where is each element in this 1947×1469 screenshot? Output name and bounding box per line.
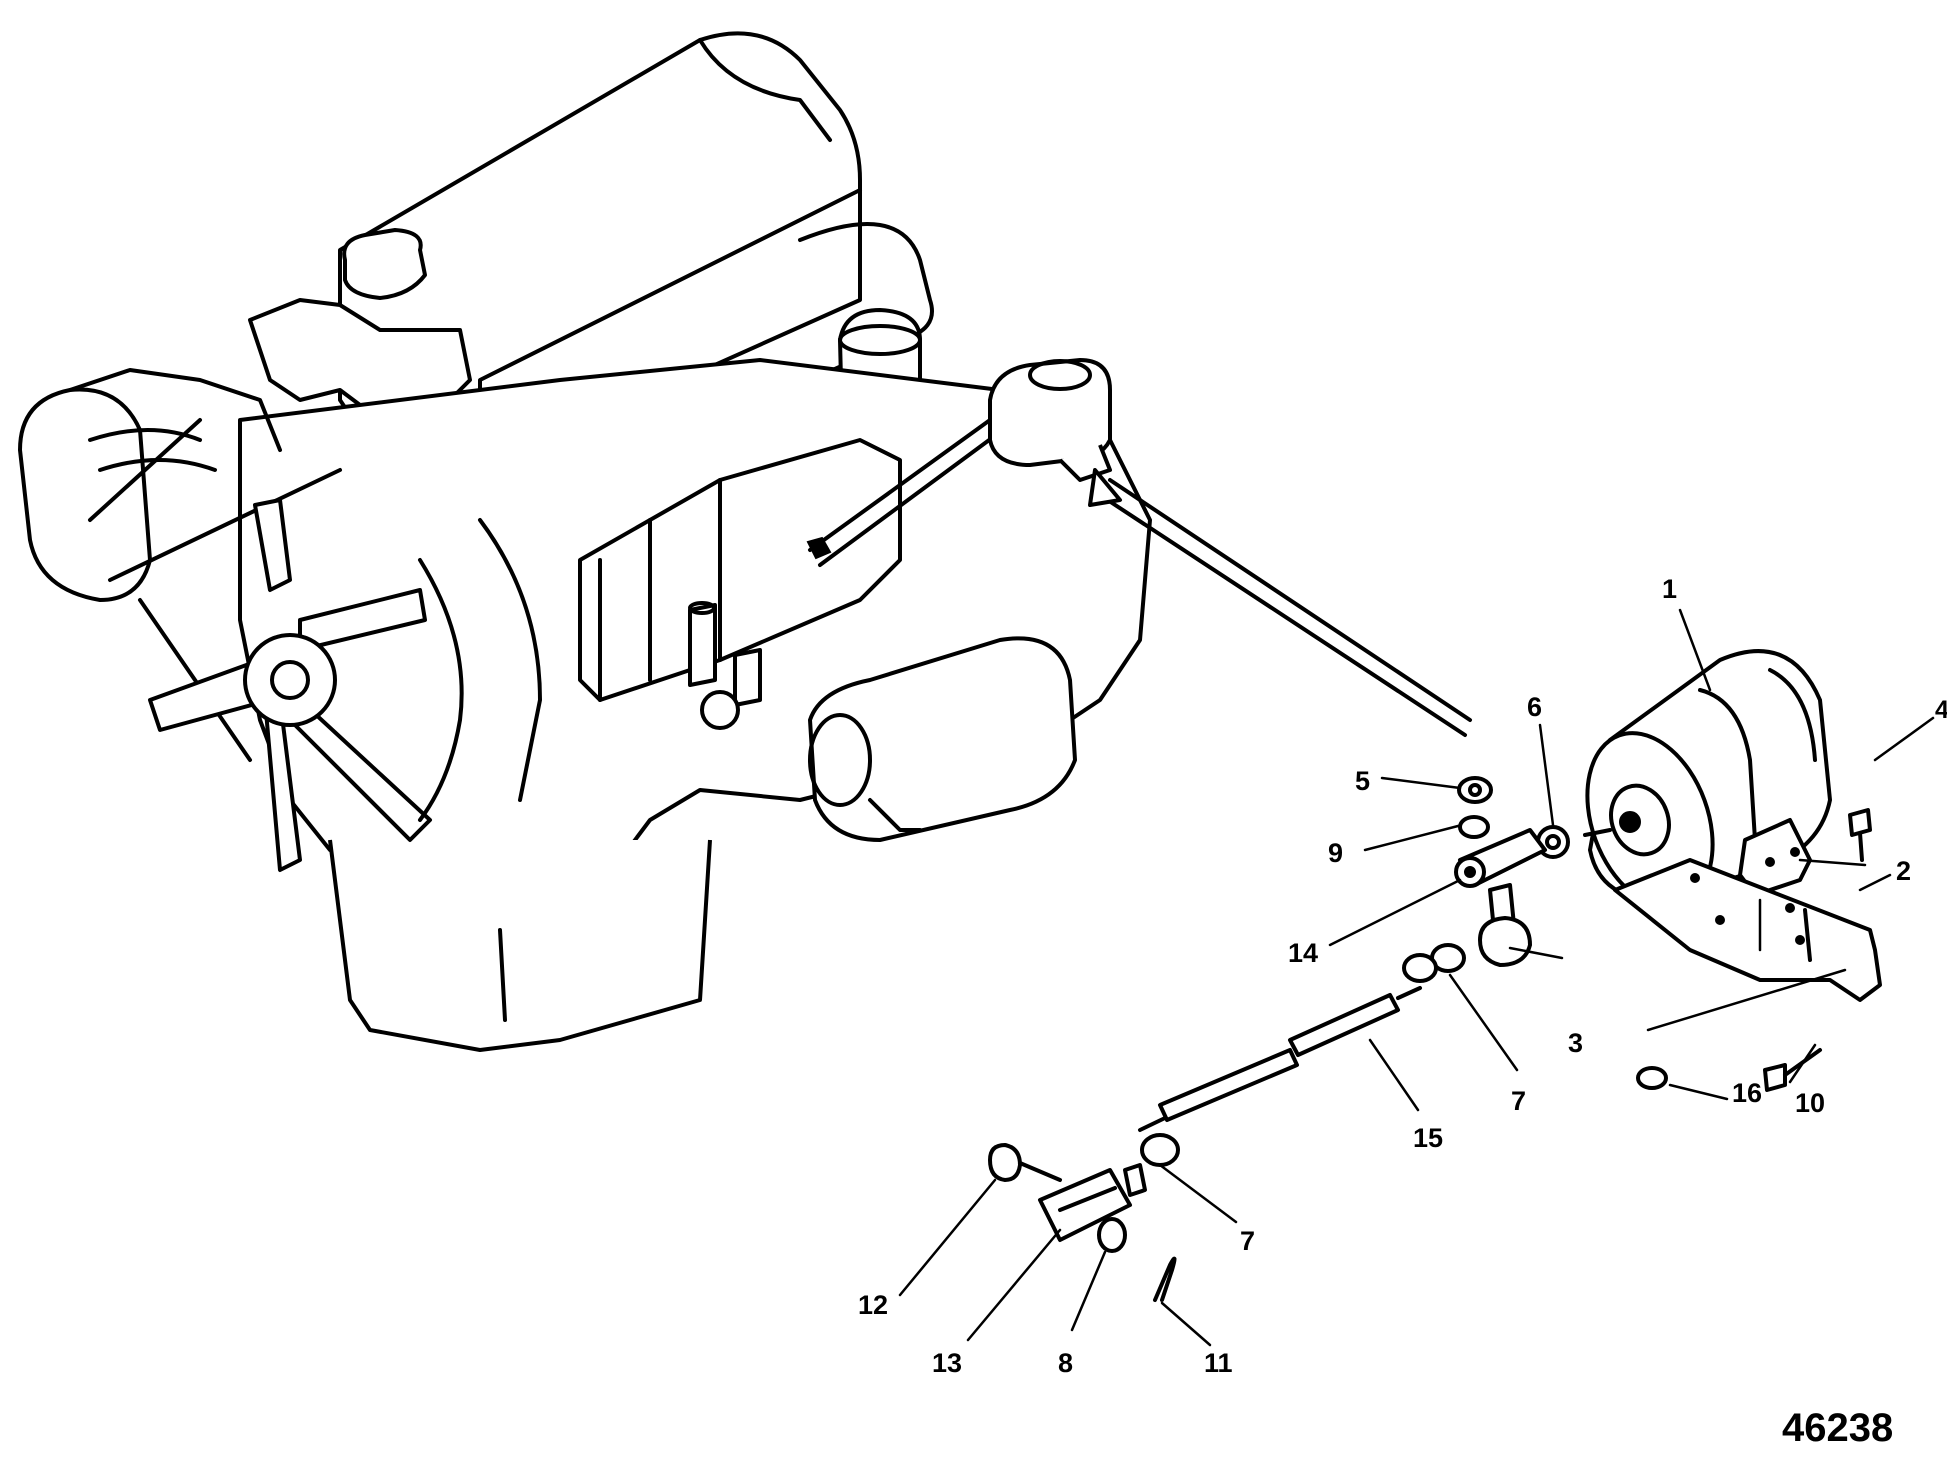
callout-8: 8 — [1058, 1348, 1074, 1378]
callout-7-upper: 7 — [1511, 1086, 1527, 1116]
callout-15: 15 — [1413, 1123, 1444, 1153]
callout-11: 11 — [1204, 1348, 1233, 1378]
callout-1: 1 — [1662, 574, 1678, 604]
callout-9: 9 — [1328, 838, 1344, 868]
callout-2: 2 — [1896, 856, 1912, 886]
actuator-assembly — [1583, 649, 1832, 909]
callout-4: 4 — [1935, 696, 1947, 724]
leader-lines — [898, 608, 1935, 1347]
callout-6: 6 — [1527, 692, 1543, 722]
callout-13: 13 — [932, 1348, 963, 1378]
callout-10: 10 — [1795, 1088, 1826, 1118]
callout-5: 5 — [1355, 766, 1371, 796]
callout-14: 14 — [1288, 938, 1319, 968]
figure-number: 46238 — [1782, 1406, 1894, 1450]
callout-7-lower: 7 — [1240, 1226, 1256, 1256]
hardware-parts — [988, 776, 1872, 1302]
callout-12: 12 — [858, 1290, 889, 1320]
callout-16: 16 — [1732, 1078, 1763, 1108]
callout-3: 3 — [1568, 1028, 1584, 1058]
engine-illustration — [18, 31, 1472, 1052]
bracket — [1613, 858, 1882, 1002]
